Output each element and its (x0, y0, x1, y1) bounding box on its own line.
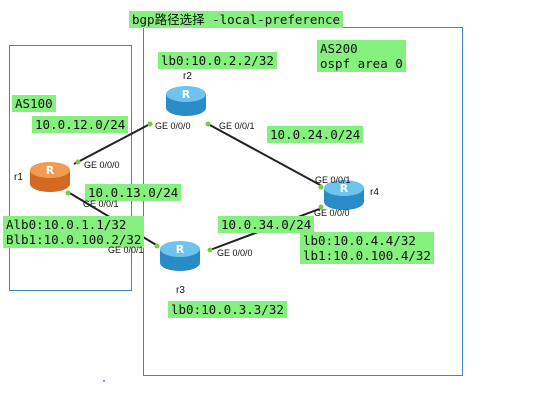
port-dot (318, 184, 324, 190)
r1-iface-to-r3: GE 0/0/1 (83, 199, 119, 209)
port-dot (65, 190, 71, 196)
r3-loopback-label: lb0:10.0.3.3/32 (168, 301, 287, 318)
port-dot (207, 247, 213, 253)
router-name-r2: r2 (183, 71, 192, 82)
router-name-r1: r1 (14, 172, 23, 183)
subnet-r3-r4-label: 10.0.34.0/24 (218, 216, 315, 233)
port-dot (318, 204, 324, 210)
svg-text:R: R (176, 243, 185, 256)
port-dot (75, 159, 81, 165)
subnet-r1-r3-label: 10.0.13.0/24 (85, 184, 182, 201)
diagram-title: bgp路径选择 -local-preference (129, 11, 344, 28)
router-name-r4: r4 (370, 187, 379, 198)
svg-text:R: R (340, 182, 349, 195)
r4-loopback-label: lb0:10.0.4.4/32 lb1:10.0.100.4/32 (300, 232, 434, 264)
router-name-r3: r3 (176, 285, 185, 296)
r2-loopback-label: lb0:10.0.2.2/32 (158, 52, 277, 69)
subnet-r2-r4-label: 10.0.24.0/24 (267, 126, 364, 143)
router-r3[interactable]: R (158, 239, 202, 275)
port-dot (205, 121, 211, 127)
r1-iface-to-r2: GE 0/0/0 (84, 160, 120, 170)
link-r1-r2 (73, 123, 151, 165)
as200-label: AS200 ospf area 0 (317, 40, 406, 72)
svg-text:R: R (182, 88, 191, 101)
r3-iface-to-r4: GE 0/0/0 (217, 248, 253, 258)
r4-iface-to-r2: GE 0/0/1 (315, 175, 351, 185)
r3-iface-to-r1: GE 0/0/1 (108, 245, 144, 255)
router-r2[interactable]: R (164, 84, 208, 120)
as100-label: AS100 (12, 95, 56, 112)
r2-iface-to-r4: GE 0/0/1 (219, 121, 255, 131)
link-r2-r4 (207, 123, 323, 187)
svg-text:R: R (46, 164, 55, 177)
router-r4[interactable]: R (322, 178, 366, 214)
r1-loopback-label: Alb0:10.0.1.1/32 Blb1:10.0.100.2/32 (3, 216, 145, 248)
r2-iface-to-r1: GE 0/0/0 (155, 121, 191, 131)
as100-boundary (9, 45, 132, 291)
router-r1[interactable]: R (28, 160, 72, 196)
subnet-r1-r2-label: 10.0.12.0/24 (32, 116, 129, 133)
port-dot (154, 243, 160, 249)
r4-iface-to-r3: GE 0/0/0 (314, 208, 350, 218)
stray-dot (103, 380, 105, 382)
port-dot (147, 121, 153, 127)
